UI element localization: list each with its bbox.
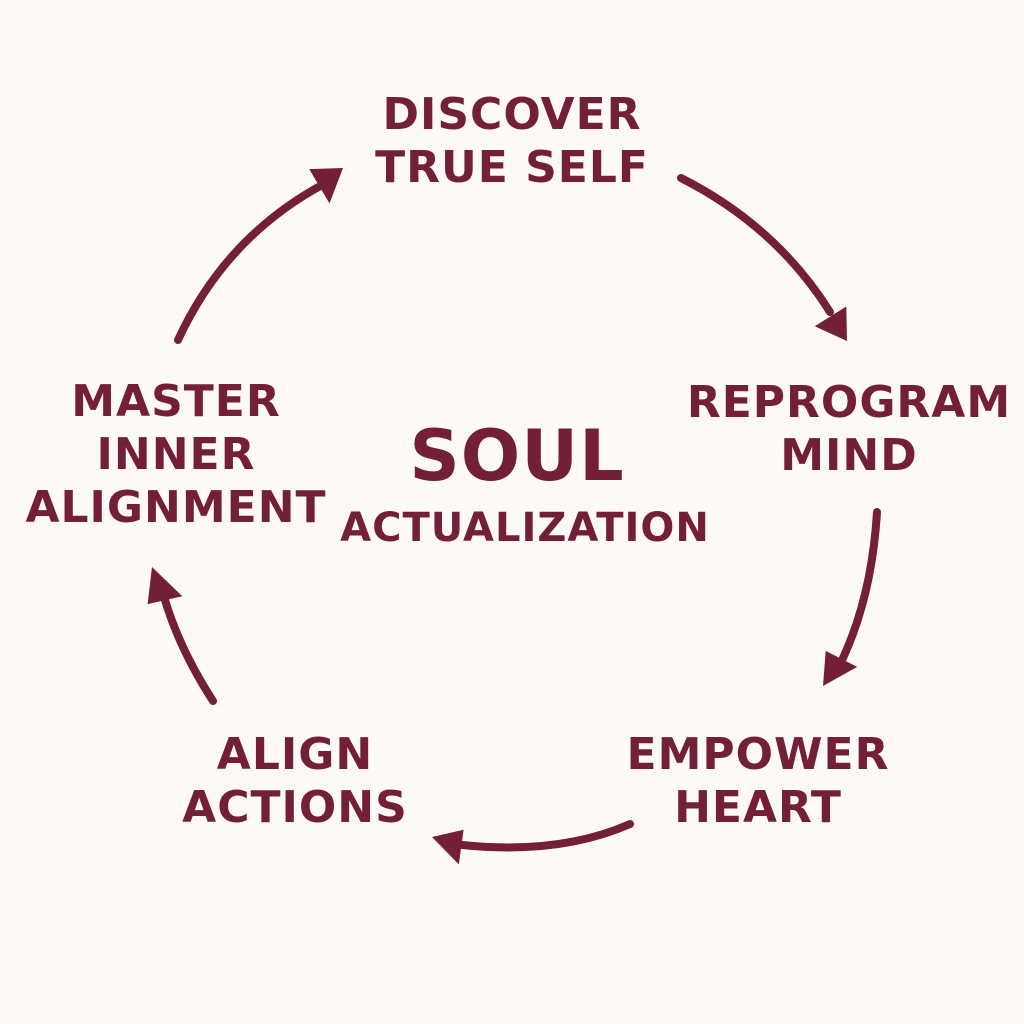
arrowhead-master: [147, 567, 183, 605]
step-master-line-2: INNER: [96, 429, 256, 480]
step-discover-line-1: DISCOVER: [382, 89, 642, 140]
arrowhead-reprogram: [814, 306, 847, 341]
step-master-inner-alignment: MASTER INNER ALIGNMENT: [25, 375, 326, 534]
step-align-line-1: ALIGN: [216, 729, 374, 780]
step-reprogram-mind: REPROGRAM MIND: [687, 376, 1011, 482]
step-empower-heart: EMPOWER HEART: [627, 728, 890, 834]
arrow-align-to-master: [161, 596, 217, 705]
step-discover-line-2: TRUE SELF: [375, 142, 649, 193]
step-empower-line-1: EMPOWER: [626, 729, 890, 780]
step-align-line-2: ACTIONS: [182, 782, 408, 833]
step-reprogram-line-1: REPROGRAM: [686, 377, 1012, 428]
step-master-line-1: MASTER: [71, 376, 281, 427]
arrow-reprogram-to-empower: [839, 508, 881, 662]
step-discover-true-self: DISCOVER TRUE SELF: [375, 88, 649, 194]
arrowhead-empower: [823, 650, 858, 686]
center-subtitle: ACTUALIZATION: [340, 505, 710, 551]
step-empower-line-2: HEART: [674, 782, 842, 833]
step-align-actions: ALIGN ACTIONS: [182, 728, 408, 834]
arrowhead-align: [432, 829, 464, 865]
arrowhead-discover: [309, 168, 343, 204]
arrow-empower-to-align: [458, 820, 634, 852]
arrow-master-to-discover: [174, 181, 326, 344]
center-title: SOUL: [409, 415, 625, 497]
step-master-line-3: ALIGNMENT: [25, 482, 327, 533]
arrow-discover-to-reprogram: [677, 174, 834, 316]
step-reprogram-line-2: MIND: [780, 430, 918, 481]
